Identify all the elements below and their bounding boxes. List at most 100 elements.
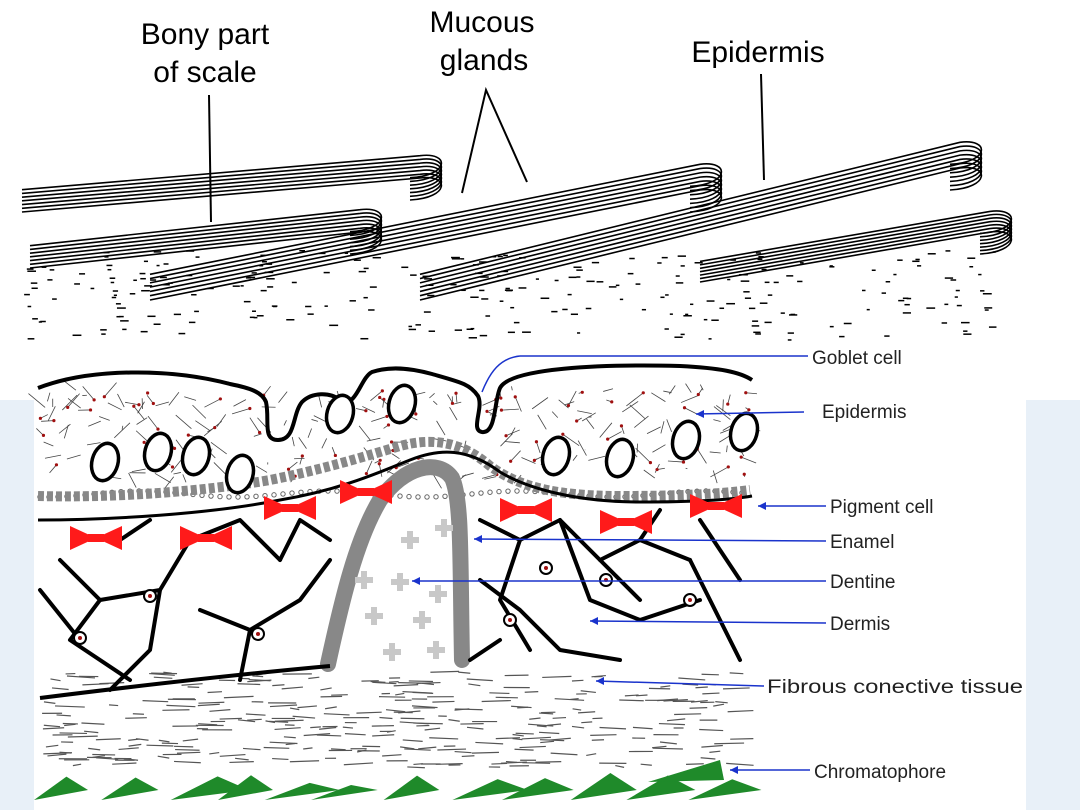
enamel-pointer [473,538,827,542]
connective-fiber [50,678,61,682]
cell-nucleus [377,462,381,466]
speckle [570,313,579,316]
dermis-fiber [498,538,532,652]
speckle [917,265,922,267]
speckle [961,321,970,324]
speckle [608,286,617,288]
cell-wall [253,433,262,437]
cell-wall [146,395,154,404]
speckle [425,284,434,287]
cell-nucleus [333,453,337,458]
connective-fiber [283,736,296,739]
cell-wall [481,474,497,479]
basal-cell [217,493,223,500]
connective-fiber [540,739,565,742]
speckle [657,262,662,264]
cell-wall [263,385,271,396]
cell-nucleus [151,401,155,406]
cell-wall [447,394,453,402]
mucous-cell [604,437,636,479]
speckle [318,252,326,255]
scale-band-line [419,149,983,284]
speckle [711,319,719,321]
connective-fiber [125,717,147,719]
label-mucous-line1: Mucous [429,6,534,39]
speckle [978,273,982,276]
connective-fiber [157,755,170,759]
connective-fiber [580,690,596,694]
speckle [252,310,256,312]
cell-nucleus [248,406,252,411]
cell-nucleus [499,396,503,400]
connective-fiber [209,751,220,755]
cell-nucleus [561,432,565,436]
cell-wall [685,467,688,470]
cell-nucleus [186,433,190,437]
connective-fiber [198,723,218,726]
speckle [829,265,833,267]
speckle [963,333,972,335]
speckle [980,290,985,292]
speckle [307,313,314,315]
connective-fiber [572,708,582,711]
chromatophore [501,778,574,800]
connective-fiber [274,727,301,731]
speckle [753,331,761,334]
basal-cell [442,493,448,500]
goblet-cell-pointer-hook [481,355,521,393]
connective-fiber [245,713,266,716]
speckle [497,255,503,258]
cell-wall [514,396,522,412]
connective-fiber [45,744,59,748]
basement-membrane [37,436,751,502]
speckle [727,278,731,281]
cell-wall [192,404,207,419]
connective-fiber [43,701,56,704]
connective-fiber [237,683,261,686]
cell-wall [114,422,131,439]
cell-wall [452,401,462,405]
connective-fiber [519,745,546,749]
connective-fiber [356,711,382,714]
speckle [47,279,53,281]
speckle [27,305,32,308]
speckle [52,298,57,300]
dermis-pointer [589,620,827,624]
cell-nucleus [641,391,645,395]
connective-fiber [701,673,719,676]
connective-fiber [715,701,728,704]
speckle [79,273,86,275]
dermis-fiber [38,588,82,642]
connective-fiber [701,744,723,748]
cell-nucleus [257,430,262,435]
chromatophore [626,775,696,800]
speckle [759,302,768,304]
scale-band-line [149,167,723,280]
connective-fiber [514,748,534,751]
speckle [789,314,798,316]
speckle [240,285,244,287]
fibroblast-nucleus [544,566,548,570]
connective-fiber [118,747,139,751]
speckle [764,321,772,324]
arrowhead-dentine [412,577,420,585]
dermis-fiber [98,538,192,602]
cell-wall [88,420,101,427]
dermis-fiber [278,518,332,562]
basal-cell [514,488,520,494]
speckle [479,289,485,292]
basal-cell [433,494,439,500]
connective-fiber [466,678,493,682]
epidermis-pointer [695,411,805,415]
connective-fiber [418,746,437,750]
cell-wall [371,416,388,422]
connective-fiber [571,725,585,729]
speckle [755,333,761,335]
connective-fiber [88,747,101,751]
cell-wall [63,424,69,439]
dentine-plus [429,585,447,603]
speckle [507,331,515,334]
speckle [513,321,520,324]
mucous-cell [324,393,356,435]
